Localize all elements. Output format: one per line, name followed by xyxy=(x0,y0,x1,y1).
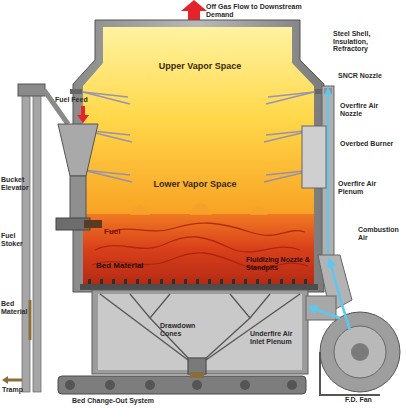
fluidized-bed xyxy=(83,214,314,284)
vapor-space xyxy=(83,27,314,286)
callout-label: Off Gas Flow to Downstream Demand xyxy=(206,3,306,18)
steel-shell xyxy=(73,20,324,292)
callout-label: Underfire Air Inlet Plenum xyxy=(250,330,304,345)
callout-label: Bucket Elevator xyxy=(1,176,23,191)
callout-label: Bed Change-Out System xyxy=(72,397,202,405)
fd-fan xyxy=(306,255,400,395)
wall-nozzles xyxy=(70,89,327,172)
callout-label: Overfire Air Nozzle xyxy=(340,102,402,117)
callout-label: Fluidizing Nozzle & Standpits xyxy=(246,256,310,271)
callout-label: Overfire Air Plenum xyxy=(338,180,400,195)
bed-change-out-conveyor xyxy=(58,372,306,394)
callout-label: Tramp xyxy=(2,386,32,394)
bucket-elevator xyxy=(2,84,68,392)
callout-label: Bed Material xyxy=(1,300,23,315)
overfire-air-ducts xyxy=(302,86,334,261)
callout-label: Fuel Feed xyxy=(55,96,95,104)
fluidizing-nozzles xyxy=(88,279,307,284)
windbox xyxy=(92,290,308,374)
callout-label: Combustion Air xyxy=(358,226,406,241)
callout-label: Drawdown Cones xyxy=(160,322,210,337)
callout-label: Upper Vapor Space xyxy=(140,62,260,72)
callout-label: Steel Shell, Insulation, Refractory xyxy=(333,30,393,53)
callout-label: Fuel xyxy=(104,228,134,237)
callout-label: Fuel Stoker xyxy=(1,232,23,247)
distributor-plate xyxy=(80,284,318,290)
callout-label: Lower Vapor Space xyxy=(130,180,260,190)
flame-tongues xyxy=(130,203,268,216)
callout-label: Overbed Burner xyxy=(340,140,402,148)
callout-label: F.D. Fan xyxy=(345,396,405,404)
fuel-hopper xyxy=(56,106,102,230)
callout-label: SNCR Nozzle xyxy=(338,72,398,80)
callout-label: Bed Material xyxy=(96,262,166,271)
sncr-sprays xyxy=(83,92,314,182)
